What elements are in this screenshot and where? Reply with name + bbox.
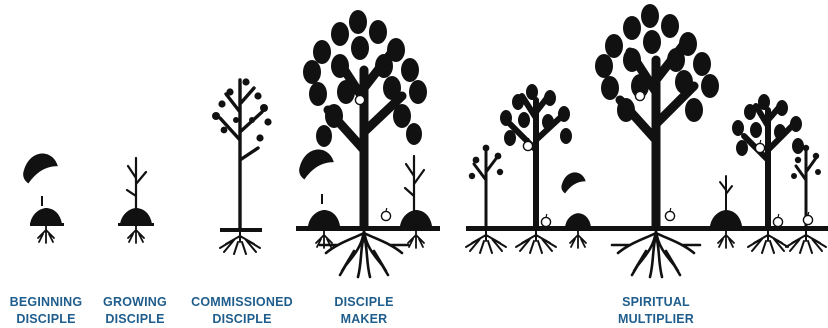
stage-label-line1: SPIRITUAL <box>622 295 690 309</box>
stage-label-line2: MULTIPLIER <box>617 312 695 326</box>
disciple-maker-illustration <box>295 10 440 279</box>
stage-label-spiritual-multiplier: SPIRITUAL MULTIPLIER <box>608 294 704 328</box>
stage-label-disciple-maker: DISCIPLE MAKER <box>326 294 402 328</box>
stage-label-line2: DISCIPLE <box>16 312 76 326</box>
stage-label-growing-disciple: GROWING DISCIPLE <box>100 294 170 328</box>
stage-label-line2: DISCIPLE <box>212 312 272 326</box>
stage-label-line1: BEGINNING <box>9 295 83 309</box>
stage-label-line1: GROWING <box>103 295 167 309</box>
stage-label-commissioned-disciple: COMMISSIONED DISCIPLE <box>186 294 298 328</box>
stage-label-line2: DISCIPLE <box>105 312 165 326</box>
beginning-disciple-illustration <box>19 150 64 244</box>
stage-label-beginning-disciple: BEGINNING DISCIPLE <box>6 294 86 328</box>
stage-label-line2: MAKER <box>340 312 388 326</box>
growing-disciple-illustration <box>118 156 154 244</box>
commissioned-disciple-illustration <box>212 78 272 255</box>
spiritual-multiplier-illustration <box>465 4 828 279</box>
stage-label-line1: DISCIPLE <box>334 295 394 309</box>
stage-label-line1: COMMISSIONED <box>191 295 293 309</box>
